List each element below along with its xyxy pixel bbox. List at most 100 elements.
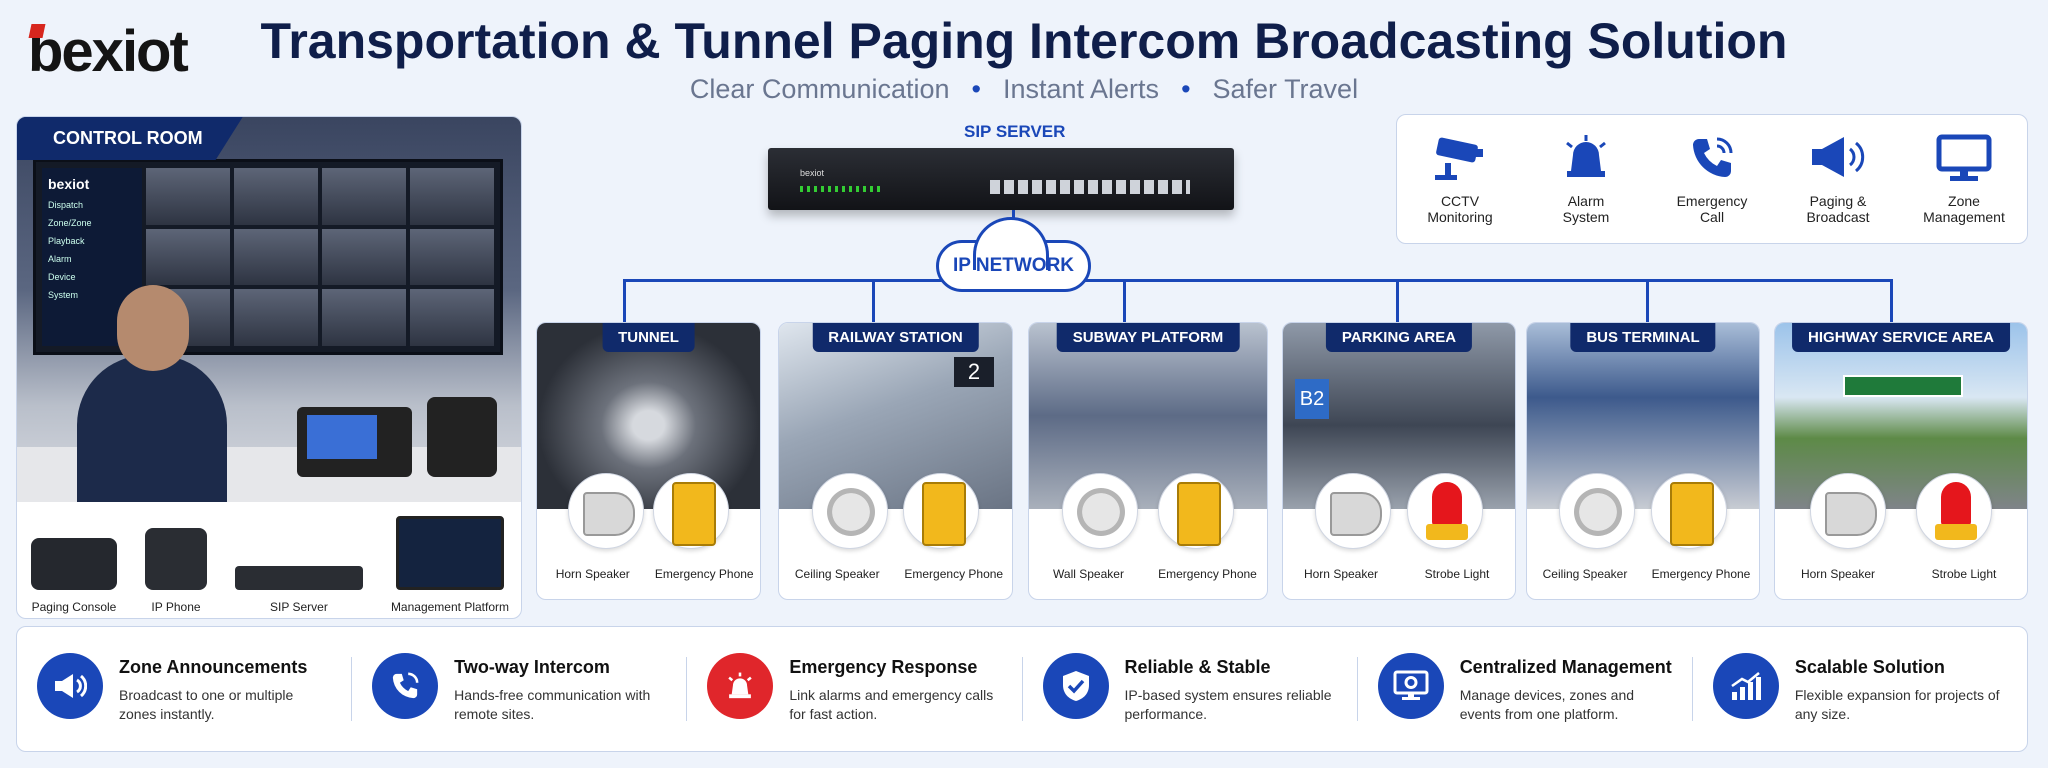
device-label: Emergency Phone [1158, 567, 1257, 581]
device-label: IP Phone [151, 600, 201, 614]
feature-label: Call [1699, 209, 1725, 225]
ceiling-speaker-icon [811, 473, 888, 549]
level-sign: B2 [1295, 379, 1329, 419]
connector-line [1123, 279, 1126, 323]
paging-console-device [297, 407, 412, 477]
camera-feed [322, 228, 406, 286]
platform-menu-item: Alarm [48, 254, 72, 264]
horn-speaker-icon [1810, 473, 1887, 549]
wall-speaker-icon [1062, 473, 1139, 549]
device-label: SIP Server [270, 600, 328, 614]
tagline-item: Safer Travel [1212, 74, 1359, 104]
sip-server-label: SIP SERVER [964, 122, 1066, 141]
device-label: Horn Speaker [1800, 567, 1876, 581]
platform-menu-item: Device [48, 272, 76, 282]
camera-feed [234, 289, 318, 346]
cctv-icon [1435, 137, 1483, 180]
control-devices: Paging Console IP Phone SIP Server Manag… [17, 502, 521, 618]
control-room-panel: bexiot Dispatch Zone/Zone Playback Alarm… [16, 116, 522, 619]
bus-photo [1527, 323, 1759, 509]
feature-paging-broadcast: Paging &Broadcast [1783, 133, 1893, 225]
platform-menu-item: Dispatch [48, 200, 84, 210]
feature-label: Alarm [1567, 193, 1605, 209]
camera-feed [234, 228, 318, 286]
device-label: Ceiling Speaker [1542, 567, 1628, 581]
emergency-phone-icon [1157, 473, 1234, 549]
ethernet-ports [990, 180, 1190, 194]
megaphone-icon [1812, 137, 1865, 177]
device-label: Strobe Light [1424, 567, 1490, 581]
device-ip-phone: IP Phone [144, 528, 207, 614]
emergency-phone-icon [1650, 473, 1727, 549]
scenario-label: RAILWAY STATION [812, 323, 979, 352]
scenario-label: TUNNEL [602, 323, 695, 352]
connector-line [1646, 279, 1649, 323]
device-label: Emergency Phone [654, 567, 754, 581]
feature-label: CCTV [1440, 193, 1480, 209]
highway-sign [1843, 375, 1963, 397]
device-label: Horn Speaker [555, 567, 630, 581]
growth-chart-icon [1712, 653, 1779, 719]
scenario-tunnel: TUNNEL Horn Speaker Emergency Phone [536, 322, 761, 600]
bexiot-logo: bexiot [28, 19, 189, 84]
video-wall: bexiot Dispatch Zone/Zone Playback Alarm… [33, 159, 503, 355]
subway-photo [1029, 323, 1267, 509]
benefit-title: Reliable & Stable [1124, 657, 1271, 677]
shield-check-icon [1042, 653, 1109, 719]
benefit-title: Scalable Solution [1794, 657, 1945, 677]
feature-label: Emergency [1676, 193, 1748, 209]
phone-icon [372, 653, 439, 719]
camera-feed [322, 289, 406, 346]
ceiling-speaker-icon [1559, 473, 1636, 549]
ip-network-label: IP NETWORK [952, 255, 1075, 276]
strobe-light-icon [1915, 473, 1992, 549]
benefit-desc: Broadcast to one or multiple zones insta… [119, 687, 294, 722]
alarm-icon [1566, 135, 1606, 177]
page-title: Transportation & Tunnel Paging Intercom … [260, 13, 1788, 69]
scenario-label: SUBWAY PLATFORM [1056, 323, 1240, 352]
camera-feed [410, 168, 494, 225]
tagline-item: Clear Communication [689, 74, 950, 104]
feature-label: Management [1923, 209, 2005, 225]
camera-feed [146, 228, 230, 286]
benefit-desc: Flexible expansion for projects of any s… [1794, 687, 2000, 722]
camera-feed [322, 168, 406, 225]
platform-menu-item: System [48, 290, 79, 300]
device-label: Emergency Phone [1651, 567, 1751, 581]
camera-feed [146, 168, 230, 225]
sip-server-brand: bexiot [800, 168, 825, 178]
benefit-title: Zone Announcements [119, 657, 308, 677]
connector-line [872, 279, 875, 323]
device-management-platform: Management Platform [391, 516, 509, 614]
camera-feed [234, 168, 318, 225]
camera-feed [410, 228, 494, 286]
railway-photo [779, 323, 1012, 509]
tunnel-photo [537, 323, 760, 509]
device-label: Paging Console [31, 600, 117, 614]
connector-line [623, 279, 626, 323]
phone-icon [1693, 137, 1733, 177]
operator-figure [77, 285, 227, 502]
feature-label: Paging & [1809, 193, 1867, 209]
ip-phone-device [427, 397, 497, 477]
benefit-desc: Hands-free communication with remote sit… [454, 687, 651, 722]
strobe-light-icon [1406, 473, 1483, 549]
benefit-desc: Manage devices, zones and events from on… [1459, 687, 1635, 722]
ip-network-cloud: IP NETWORK [936, 217, 1091, 292]
platform-sign: 2 [954, 357, 994, 387]
connector-line [1890, 279, 1893, 323]
platform-menu-item: Zone/Zone [48, 218, 92, 228]
horn-speaker-icon [568, 473, 645, 549]
device-label: Ceiling Speaker [794, 567, 880, 581]
